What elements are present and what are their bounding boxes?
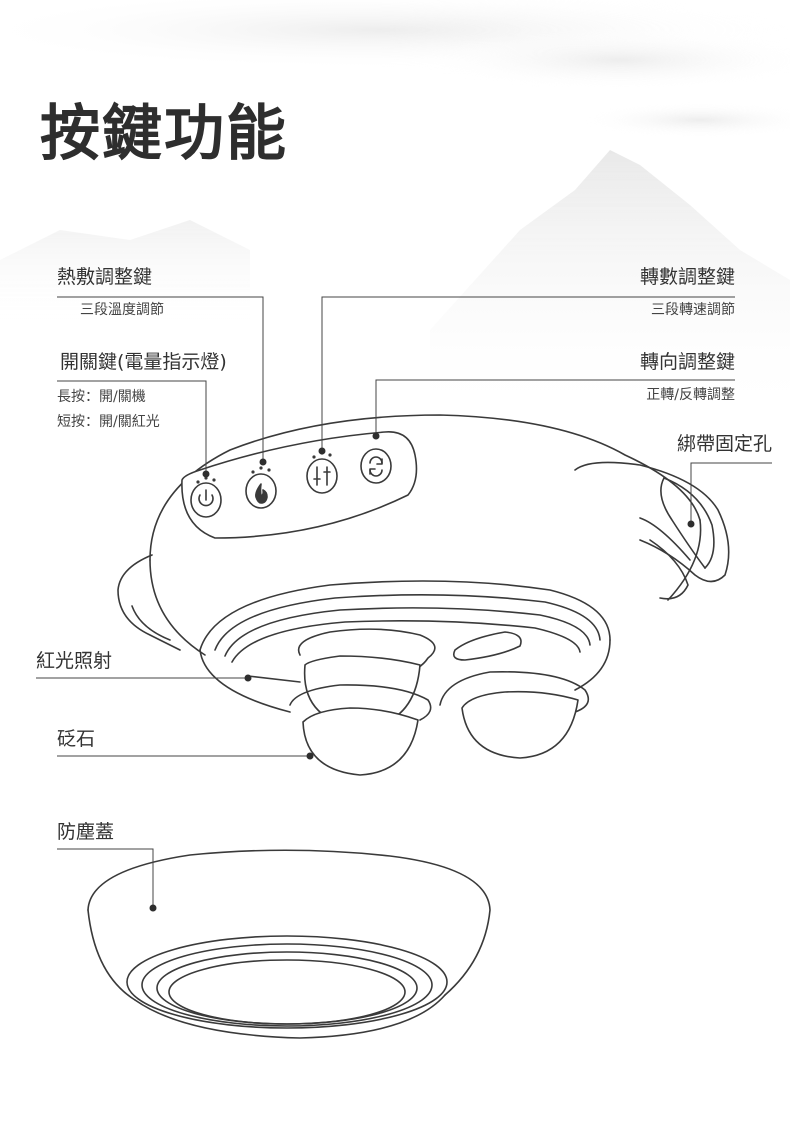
power-icon — [190, 482, 222, 518]
rotate-icon — [360, 448, 392, 484]
stone-ball-front — [289, 684, 432, 776]
power-button-desc-long: 長按：開/關機 — [57, 389, 146, 405]
dust-cover-label: 防塵蓋 — [57, 821, 115, 843]
direction-button-label: 轉向調整鍵 — [639, 351, 735, 373]
heat-button-desc: 三段溫度調節 — [80, 302, 164, 318]
control-panel — [181, 431, 418, 539]
strap-ear — [574, 461, 730, 583]
dust-cover-illustration — [87, 849, 491, 1039]
leader-lines — [36, 296, 772, 907]
flame-icon — [245, 473, 277, 509]
power-button-label: 開關鍵(電量指示燈) — [60, 351, 227, 373]
red-light-label: 紅光照射 — [36, 650, 113, 672]
stone-ball-right — [439, 671, 590, 759]
direction-button-desc: 正轉/反轉調整 — [646, 387, 735, 403]
heat-button-label: 熱敷調整鍵 — [57, 266, 153, 288]
red-light-emitter — [247, 675, 301, 683]
sliders-icon — [306, 458, 338, 494]
strap-hole-label: 綁帶固定孔 — [676, 433, 772, 455]
stone-label: 砭石 — [57, 728, 96, 750]
base-ring — [199, 580, 611, 651]
mist-background — [0, 0, 790, 420]
left-handle — [117, 554, 181, 651]
speed-button-label: 轉數調整鍵 — [639, 266, 735, 288]
speed-button-desc: 三段轉速調節 — [651, 302, 735, 318]
page-title: 按鍵功能 — [40, 99, 288, 169]
leader-dots — [149, 432, 695, 912]
power-button-desc-short: 短按：開/關紅光 — [57, 414, 160, 430]
